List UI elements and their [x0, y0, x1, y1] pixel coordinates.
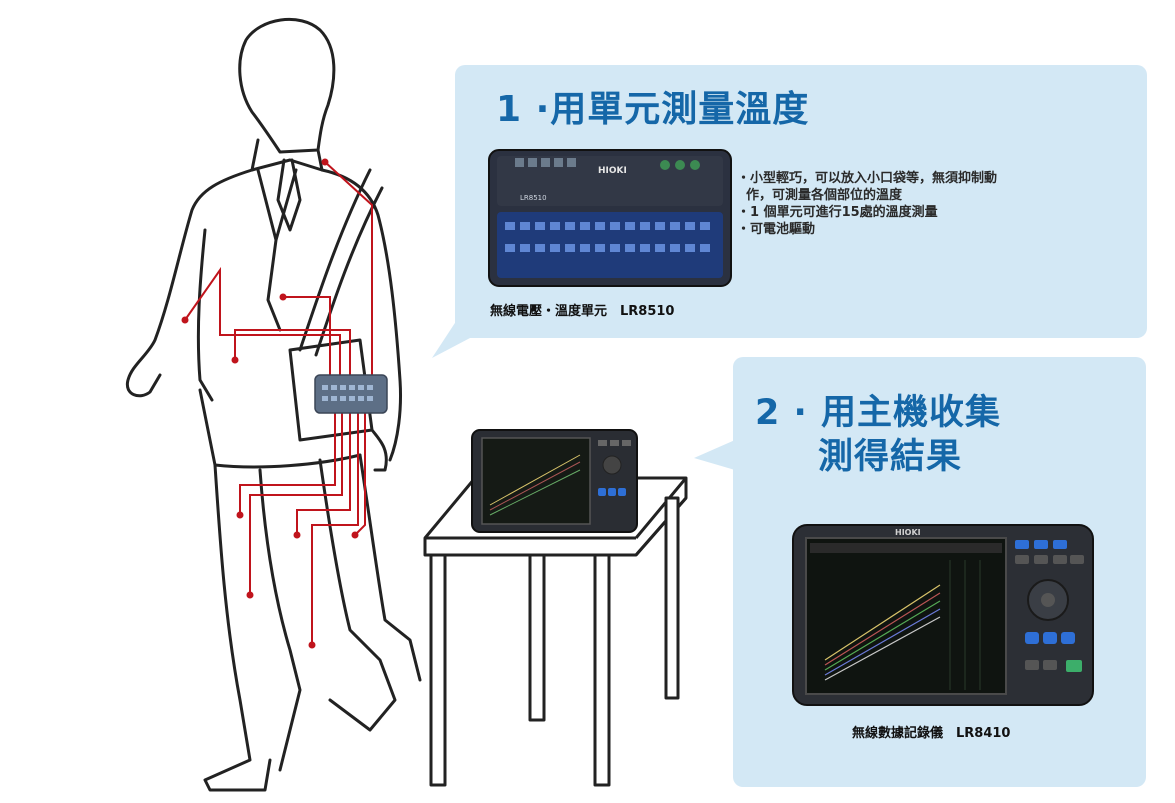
product-caption-lr8510: 無線電壓・溫度單元 LR8510: [490, 304, 675, 319]
feature-item: 作，可測量各個部位的溫度: [737, 188, 903, 203]
section-2-heading-line2: 測得結果: [818, 437, 963, 477]
section-2-heading-line1: 2 · 用主機收集: [755, 393, 1002, 433]
section-1-feature-list: ・小型輕巧，可以放入小口袋等，無須抑制動 作，可測量各個部位的溫度 ・1 個單元…: [737, 170, 997, 238]
logger-brand-label: HIOKI: [895, 528, 921, 537]
data-logger-small-icon: [471, 429, 638, 533]
feature-item: ・1 個單元可進行15處的溫度測量: [737, 205, 938, 220]
feature-item: ・小型輕巧，可以放入小口袋等，無須抑制動: [737, 171, 998, 186]
product-caption-lr8410: 無線數據記錄儀 LR8410: [852, 726, 1011, 741]
feature-item: ・可電池驅動: [737, 222, 816, 237]
section-1-heading: 1 ·用單元測量溫度: [496, 89, 810, 130]
device-model-label: LR8510: [520, 194, 547, 202]
device-brand-label: HIOKI: [598, 166, 627, 176]
